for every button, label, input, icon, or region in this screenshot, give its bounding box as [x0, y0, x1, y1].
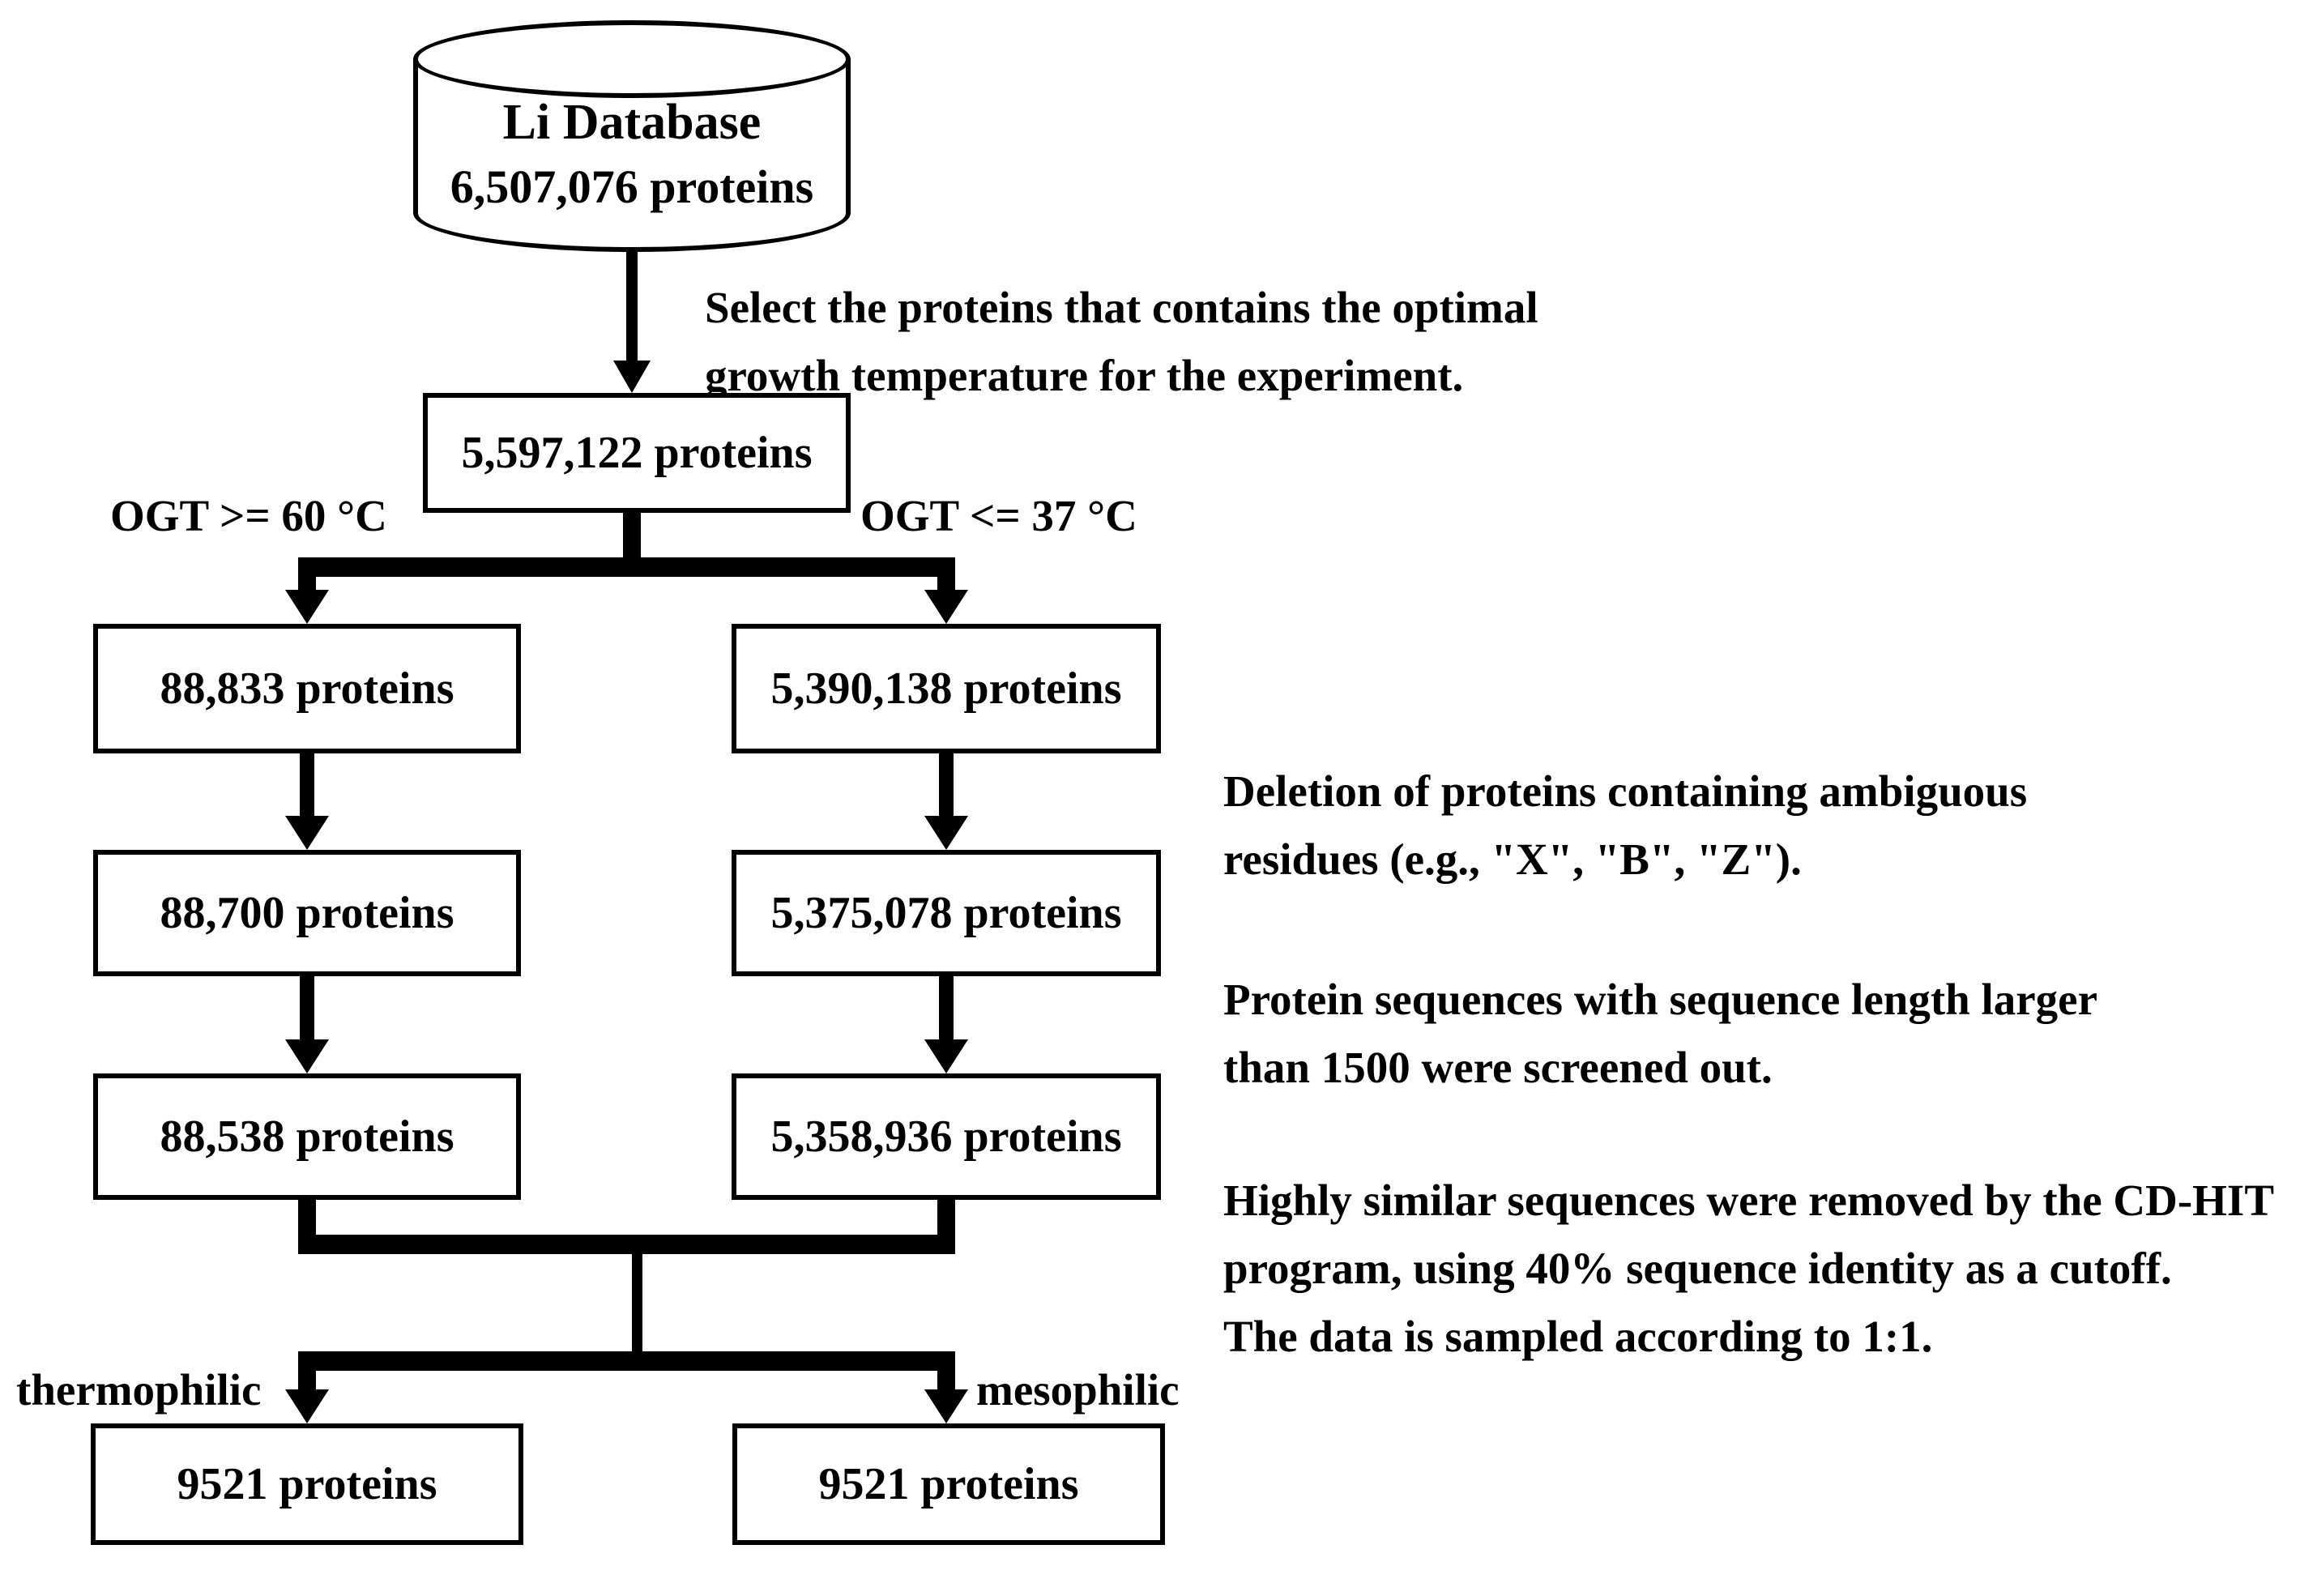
note-length-line2: than 1500 were screened out.: [1223, 1043, 1773, 1092]
cylinder-text: Li Database 6,507,076 proteins: [413, 20, 851, 252]
arrowhead-split-top-right: [924, 590, 968, 624]
connector-thermo-2-3: [300, 976, 314, 1042]
box-meso-step3-label: 5,358,936 proteins: [770, 1112, 1122, 1162]
label-ogt-left: OGT >= 60 °C: [110, 491, 387, 540]
database-count: 6,507,076 proteins: [450, 160, 814, 213]
arrowhead-final-right: [924, 1389, 968, 1423]
connector-meso-1-2: [939, 753, 954, 818]
box-thermo-step2: 88,700 proteins: [93, 850, 521, 976]
box-thermo-step3-label: 88,538 proteins: [160, 1112, 454, 1162]
note-ambiguous-line2: residues (e.g., "X", "B", "Z").: [1223, 834, 1802, 884]
arrowhead-thermo-2-3: [285, 1039, 329, 1073]
box-thermo-step2-label: 88,700 proteins: [160, 888, 454, 938]
label-thermophilic: thermophilic: [16, 1365, 262, 1415]
split-bar-bottom: [298, 1351, 955, 1371]
box-thermo-step1: 88,833 proteins: [93, 624, 521, 753]
note-cdhit: Highly similar sequences were removed by…: [1223, 1167, 2274, 1371]
note-cdhit-line3: The data is sampled according to 1:1.: [1223, 1312, 1933, 1361]
box-thermo-step1-label: 88,833 proteins: [160, 664, 454, 714]
arrowhead-meso-1-2: [924, 816, 968, 850]
split-bottom-right-stub: [937, 1371, 955, 1392]
connector-stage1-stem: [623, 511, 641, 560]
box-meso-step2-label: 5,375,078 proteins: [770, 888, 1122, 938]
arrowhead-thermo-1-2: [285, 816, 329, 850]
note-sequence-length: Protein sequences with sequence length l…: [1223, 966, 2097, 1102]
arrowhead-split-top-left: [285, 590, 329, 624]
note-cdhit-line1: Highly similar sequences were removed by…: [1223, 1176, 2275, 1225]
box-meso-step2: 5,375,078 proteins: [732, 850, 1161, 976]
connector-thermo-1-2: [300, 753, 314, 818]
merge-bar: [298, 1235, 955, 1254]
note-select-proteins-line1: Select the proteins that contains the op…: [705, 283, 1538, 332]
cylinder-top-ellipse: [413, 20, 851, 98]
database-title: Li Database: [502, 95, 762, 150]
database-cylinder: Li Database 6,507,076 proteins: [413, 20, 851, 252]
box-thermo-final-label: 9521 proteins: [177, 1459, 437, 1509]
box-stage1-count: 5,597,122 proteins: [423, 393, 851, 513]
arrowhead-db-to-stage1: [613, 361, 651, 393]
box-thermo-step3: 88,538 proteins: [93, 1073, 521, 1200]
split-bottom-left-stub: [298, 1371, 316, 1392]
box-stage1-count-label: 5,597,122 proteins: [461, 428, 813, 478]
connector-center-stem: [632, 1254, 642, 1371]
note-ambiguous-residues: Deletion of proteins containing ambiguou…: [1223, 757, 2027, 894]
label-mesophilic: mesophilic: [976, 1365, 1180, 1415]
label-ogt-right: OGT <= 37 °C: [860, 491, 1137, 540]
box-meso-final: 9521 proteins: [732, 1423, 1165, 1545]
connector-db-to-stage1: [626, 250, 638, 363]
note-length-line1: Protein sequences with sequence length l…: [1223, 975, 2097, 1024]
box-meso-final-label: 9521 proteins: [818, 1459, 1079, 1509]
box-meso-step3: 5,358,936 proteins: [732, 1073, 1161, 1200]
box-thermo-final: 9521 proteins: [91, 1423, 523, 1545]
box-meso-step1: 5,390,138 proteins: [732, 624, 1161, 753]
arrowhead-meso-2-3: [924, 1039, 968, 1073]
note-select-proteins-line2: growth temperature for the experiment.: [705, 351, 1464, 400]
split-bar-top: [298, 557, 955, 577]
box-meso-step1-label: 5,390,138 proteins: [770, 664, 1122, 714]
note-ambiguous-line1: Deletion of proteins containing ambiguou…: [1223, 766, 2028, 816]
arrowhead-final-left: [285, 1389, 329, 1423]
note-select-proteins: Select the proteins that contains the op…: [705, 274, 1538, 410]
note-cdhit-line2: program, using 40% sequence identity as …: [1223, 1244, 2172, 1293]
connector-meso-2-3: [939, 976, 954, 1042]
